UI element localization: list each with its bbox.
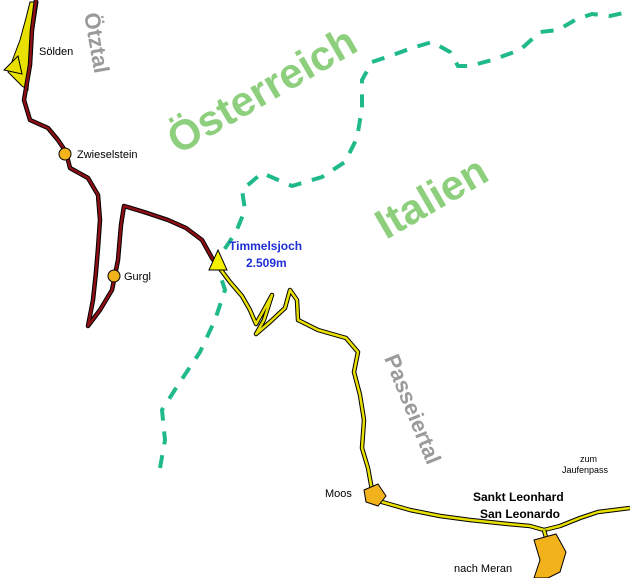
place-label-jaufenpass: Jaufenpass <box>562 465 609 475</box>
place-label-st-leonhard-de: Sankt Leonhard <box>473 490 564 504</box>
place-label-gurgl: Gurgl <box>124 271 151 283</box>
pass-elevation-label: 2.509m <box>246 256 287 270</box>
valley-label-oetztal: Ötztal <box>79 11 114 76</box>
valley-wedge-soelden <box>3 55 23 75</box>
village-marker-zwieselstein <box>58 147 72 161</box>
road-austria <box>22 0 219 328</box>
road-italy-casing <box>216 264 630 533</box>
place-label-zum: zum <box>580 454 597 464</box>
country-label-italy: Italien <box>367 146 496 247</box>
country-border <box>158 10 629 469</box>
country-label-austria: Österreich <box>159 17 364 163</box>
road-italy <box>217 265 630 532</box>
pass-name-label: Timmelsjoch <box>229 239 302 253</box>
place-label-zwieselstein: Zwieselstein <box>77 149 138 161</box>
village-marker-gurgl <box>107 269 121 283</box>
village-area-moos <box>363 483 387 507</box>
pass-triangle-icon <box>208 248 228 271</box>
valley-label-passeiertal: Passeiertal <box>379 351 446 468</box>
place-label-st-leonhard-it: San Leonardo <box>480 507 560 521</box>
village-area-st-leonhard <box>533 533 567 578</box>
place-label-nach-meran: nach Meran <box>454 563 512 575</box>
place-label-soelden: Sölden <box>39 46 73 58</box>
place-label-moos: Moos <box>325 488 352 500</box>
